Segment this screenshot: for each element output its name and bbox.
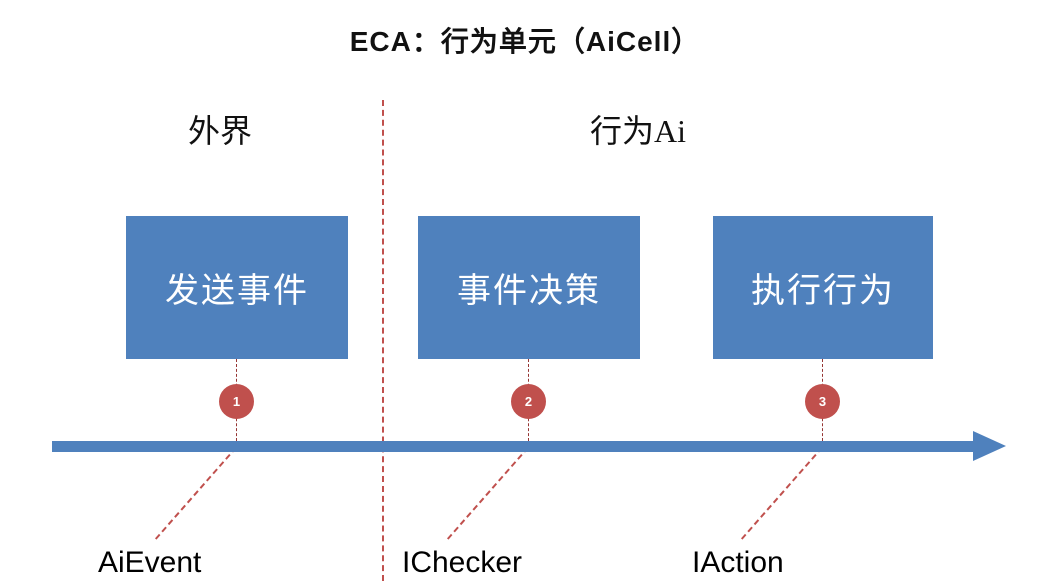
box-send-event-label: 发送事件 [165,273,309,310]
box-send-event: 发送事件 [126,216,348,359]
region-divider-dashed-line [382,100,384,581]
region-label-outside-world: 外界 [188,113,253,149]
box-execute-behavior-label: 执行行为 [751,273,895,310]
callout-dashed-line-2 [446,446,529,540]
interface-label-aievent: AiEvent [98,546,202,579]
diagram-title: ECA：行为单元（AiCell） [349,26,701,57]
box-execute-behavior: 执行行为 [713,216,933,359]
timeline-arrow-body [52,441,975,452]
step-badge-2-number: 2 [524,394,533,409]
interface-label-ichecker: IChecker [402,546,523,579]
step-badge-3-number: 3 [818,394,827,409]
timeline-arrow-head-icon [973,431,1006,461]
step-badge-1: 1 [219,384,254,419]
step-badge-2: 2 [511,384,546,419]
step-badge-3: 3 [805,384,840,419]
box-event-decision: 事件决策 [418,216,640,359]
step-badge-1-number: 1 [232,394,241,409]
callout-dashed-line-1 [154,446,237,540]
callout-dashed-line-3 [740,446,823,540]
interface-label-iaction: IAction [692,546,784,579]
box-event-decision-label: 事件决策 [457,273,601,310]
region-label-behavior-ai: 行为Ai [590,113,687,149]
